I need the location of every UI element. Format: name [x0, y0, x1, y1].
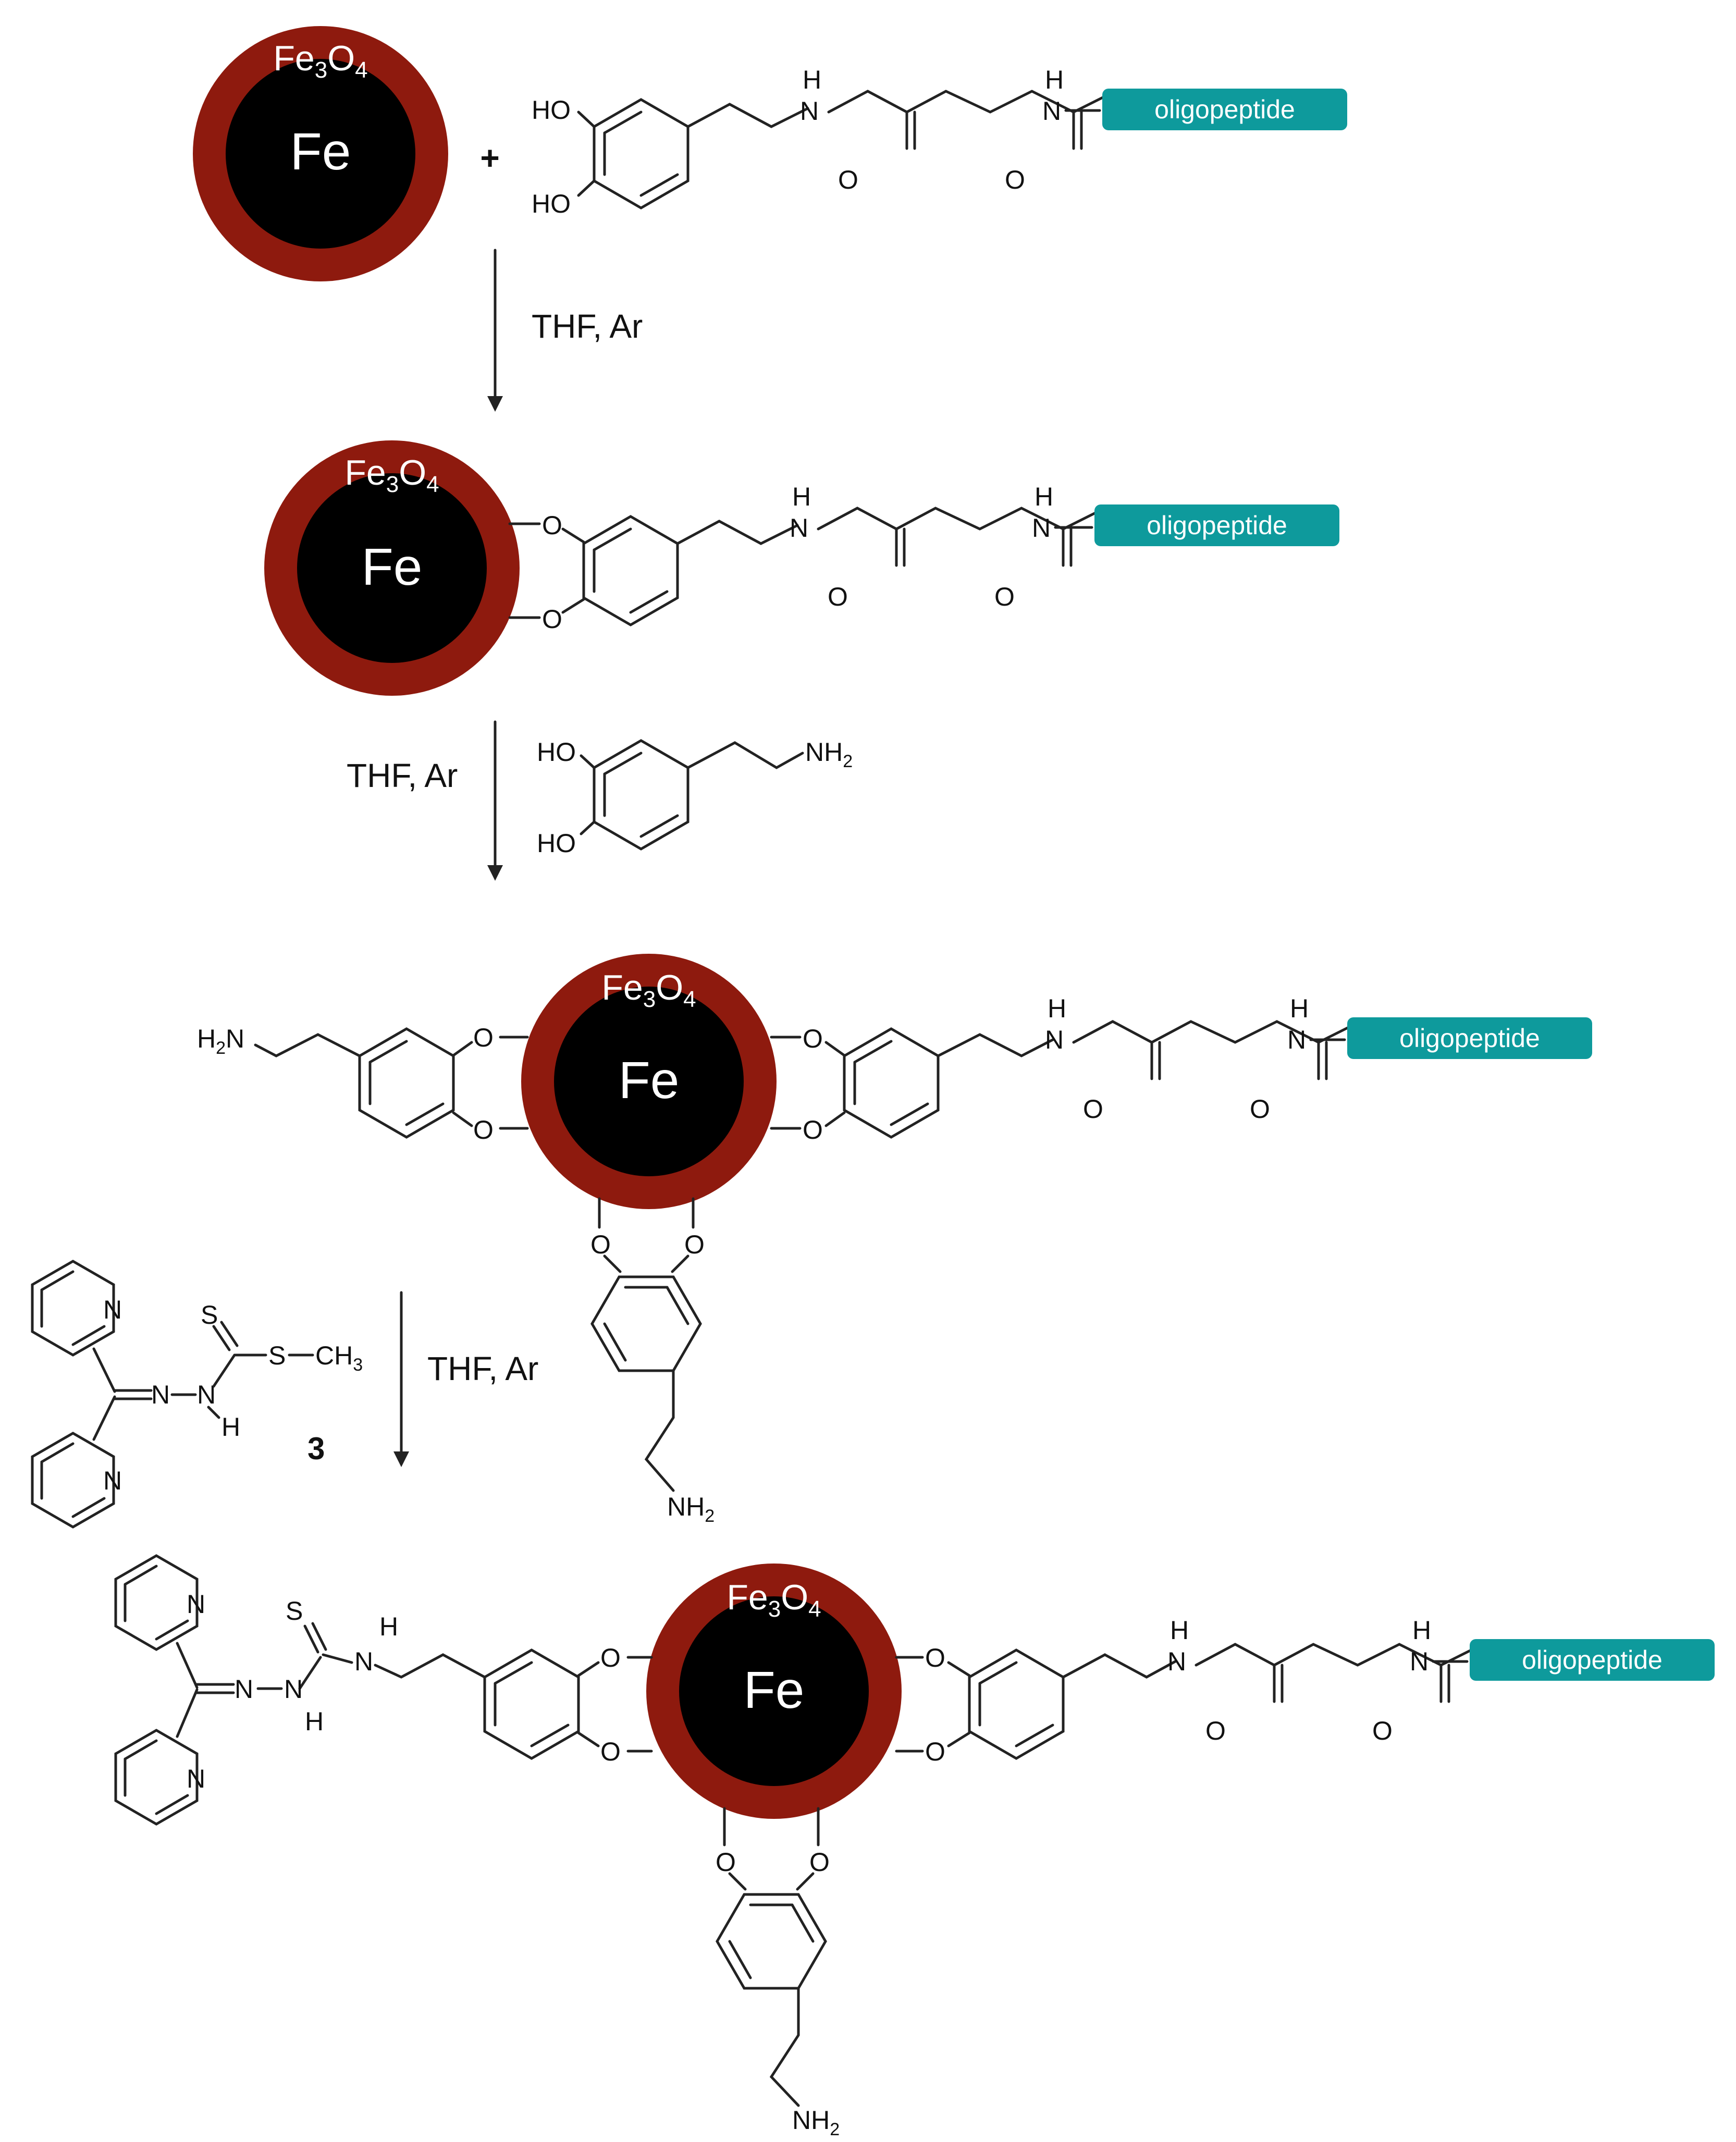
svg-text:O: O — [828, 582, 848, 611]
bound-thiosemicarbazone-left-4: O O N H S N H N N N — [116, 1556, 653, 1824]
svg-text:N: N — [1410, 1647, 1429, 1676]
svg-text:N: N — [284, 1675, 303, 1704]
fe-core-label-4: Fe — [744, 1661, 805, 1719]
svg-text:O: O — [1205, 1716, 1226, 1745]
svg-text:H: H — [1045, 65, 1064, 94]
svg-text:O: O — [803, 1024, 823, 1053]
svg-text:HO: HO — [532, 95, 571, 125]
svg-text:HO: HO — [537, 829, 576, 858]
condition-step-2: THF, Ar — [347, 757, 458, 794]
oligopeptide-label-2: oligopeptide — [1147, 511, 1287, 540]
svg-text:S: S — [268, 1341, 286, 1370]
oligopeptide-label-4: oligopeptide — [1522, 1645, 1663, 1675]
svg-text:H: H — [1412, 1616, 1431, 1645]
bound-catechol-peptide-4: O O N H O O N H — [895, 1616, 1483, 1766]
svg-text:O: O — [803, 1115, 823, 1144]
svg-text:H: H — [379, 1612, 398, 1641]
bound-dopamine-bottom-4: O O NH2 — [716, 1807, 840, 2139]
svg-text:N: N — [151, 1380, 170, 1409]
arrowhead-3 — [393, 1451, 409, 1467]
condition-step-3: THF, Ar — [427, 1350, 538, 1387]
reagent-catechol-peptide: HO HO N H O O N H — [532, 65, 1115, 218]
compound-3-structure: N N N N H S S CH3 — [32, 1261, 363, 1527]
fe3o4-label-1: Fe3O4 — [273, 39, 367, 83]
svg-text:N: N — [1032, 513, 1051, 543]
svg-text:N: N — [1042, 96, 1061, 126]
svg-text:N: N — [790, 513, 808, 543]
bound-catechol-peptide: O O N H O O N H — [508, 482, 1105, 634]
svg-text:O: O — [809, 1848, 830, 1877]
svg-text:O: O — [1250, 1094, 1270, 1124]
oligopeptide-label-3: oligopeptide — [1399, 1024, 1540, 1053]
svg-text:O: O — [473, 1023, 494, 1052]
svg-text:HO: HO — [537, 737, 576, 767]
svg-text:O: O — [542, 511, 562, 540]
svg-text:S: S — [286, 1596, 303, 1626]
arrowhead-2 — [487, 865, 503, 881]
svg-text:H: H — [305, 1707, 324, 1736]
svg-text:CH3: CH3 — [315, 1341, 363, 1375]
svg-text:N: N — [197, 1380, 216, 1409]
svg-text:N: N — [187, 1764, 205, 1793]
svg-text:N: N — [103, 1295, 122, 1324]
svg-text:O: O — [473, 1115, 494, 1144]
arrowhead-1 — [487, 396, 503, 412]
svg-text:O: O — [925, 1737, 945, 1766]
svg-text:O: O — [838, 165, 858, 194]
svg-text:O: O — [925, 1643, 945, 1672]
svg-text:N: N — [1287, 1025, 1306, 1054]
svg-text:N: N — [235, 1675, 253, 1704]
reagent-dopamine: HO HO NH2 — [537, 737, 853, 858]
plus-sign: + — [480, 139, 499, 177]
svg-text:NH2: NH2 — [667, 1492, 715, 1526]
svg-text:H: H — [221, 1412, 240, 1442]
fe3o4-label-4: Fe3O4 — [727, 1578, 821, 1622]
svg-text:HO: HO — [532, 189, 571, 218]
svg-text:H: H — [1035, 482, 1053, 511]
svg-text:H2N: H2N — [197, 1024, 244, 1058]
svg-text:O: O — [1083, 1094, 1103, 1124]
svg-text:H: H — [1170, 1616, 1189, 1645]
fe-core-label-2: Fe — [362, 538, 423, 596]
svg-text:H: H — [803, 65, 821, 94]
fe3o4-label-3: Fe3O4 — [601, 968, 696, 1012]
svg-text:N: N — [1045, 1025, 1064, 1054]
bound-dopamine-bottom-3: O O NH2 — [590, 1197, 715, 1526]
svg-text:N: N — [354, 1647, 373, 1676]
fe3o4-label-2: Fe3O4 — [344, 453, 439, 497]
svg-text:N: N — [800, 96, 819, 126]
svg-text:O: O — [600, 1643, 621, 1672]
svg-text:H: H — [1290, 994, 1309, 1023]
svg-text:NH2: NH2 — [792, 2106, 840, 2139]
bound-catechol-peptide-3: O O N H O O N H — [770, 994, 1360, 1144]
svg-text:N: N — [187, 1590, 205, 1619]
svg-text:O: O — [600, 1737, 621, 1766]
svg-text:NH2: NH2 — [805, 737, 853, 771]
svg-text:O: O — [1005, 165, 1025, 194]
svg-text:O: O — [542, 605, 562, 634]
oligopeptide-label-1: oligopeptide — [1154, 95, 1295, 124]
fe-core-label-1: Fe — [290, 122, 351, 181]
svg-text:H: H — [1048, 994, 1066, 1023]
svg-text:O: O — [994, 582, 1015, 611]
compound-number-3: 3 — [307, 1431, 325, 1466]
svg-text:N: N — [1167, 1647, 1186, 1676]
svg-text:O: O — [684, 1230, 705, 1259]
svg-text:O: O — [716, 1848, 736, 1877]
svg-text:N: N — [103, 1466, 122, 1495]
svg-text:O: O — [590, 1230, 611, 1259]
fe-core-label-3: Fe — [619, 1051, 680, 1110]
svg-text:S: S — [201, 1300, 218, 1329]
svg-text:H: H — [792, 482, 811, 511]
bound-dopamine-left-3: O O H2N — [197, 1023, 529, 1144]
svg-text:O: O — [1372, 1716, 1393, 1745]
condition-step-1: THF, Ar — [532, 307, 643, 345]
